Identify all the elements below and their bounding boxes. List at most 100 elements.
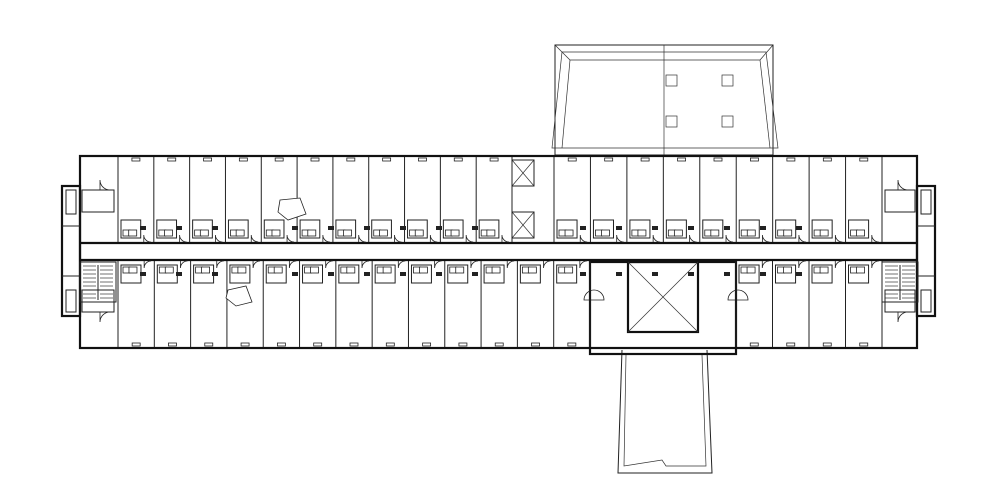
door-swing	[689, 234, 697, 243]
corridor-fixture	[212, 226, 218, 230]
whirlpool-tub	[277, 197, 307, 221]
door-swing	[361, 260, 370, 269]
door-swing	[358, 234, 366, 243]
sink	[564, 229, 574, 237]
bathroom	[483, 264, 505, 284]
door-swing	[579, 234, 588, 243]
window	[859, 157, 869, 162]
window	[238, 157, 248, 162]
elevator-lobby	[511, 159, 700, 334]
bathroom	[302, 264, 324, 284]
bathroom	[407, 219, 428, 239]
bathroom	[665, 219, 687, 239]
corridor-fixture	[796, 226, 802, 230]
corridor-fixture	[652, 226, 658, 230]
bathroom	[556, 219, 578, 239]
bathroom	[442, 219, 464, 239]
corridor-fixture	[616, 226, 622, 230]
corridor-fixture	[176, 272, 182, 276]
window	[822, 157, 832, 162]
window	[494, 342, 504, 347]
door-swing	[434, 260, 442, 269]
window	[167, 157, 177, 162]
sink	[450, 229, 460, 237]
corridor-fixture	[292, 226, 298, 230]
window	[422, 342, 432, 347]
window	[313, 342, 323, 347]
sink	[819, 229, 829, 237]
south-guest-rooms	[117, 260, 883, 347]
corridor-fixture	[140, 226, 146, 230]
door-swing	[897, 311, 909, 323]
window	[349, 342, 359, 347]
corridor-fixture	[760, 226, 766, 230]
sink	[637, 229, 647, 237]
sink	[710, 229, 720, 237]
north-guest-rooms	[117, 157, 883, 243]
stair-core-east	[881, 261, 919, 303]
sink	[856, 266, 865, 274]
door-swing	[465, 234, 474, 243]
corridor-fixture	[760, 272, 766, 276]
sink	[271, 229, 281, 237]
corridor-fixture	[436, 272, 442, 276]
sink	[455, 266, 465, 274]
sink	[746, 266, 756, 274]
bathroom	[811, 219, 833, 239]
window	[240, 342, 250, 347]
door-swing	[216, 260, 224, 269]
door-swing	[834, 234, 843, 243]
sink	[164, 266, 174, 274]
window	[310, 157, 320, 162]
north-canopy	[551, 44, 779, 156]
sink	[783, 266, 792, 274]
bathroom	[335, 219, 357, 239]
corridor-fixture	[472, 226, 478, 230]
sink	[237, 266, 247, 274]
entry-door	[727, 289, 749, 301]
entry-door	[583, 289, 605, 301]
door-swing	[798, 234, 806, 243]
door-swing	[215, 234, 223, 243]
window	[749, 342, 759, 347]
window	[750, 157, 759, 162]
window	[567, 157, 577, 162]
bathroom	[811, 264, 833, 284]
sink	[783, 229, 793, 237]
window	[276, 342, 286, 347]
suite-bathroom	[884, 289, 916, 313]
sink	[601, 229, 610, 237]
bathroom	[775, 219, 797, 239]
window	[346, 157, 356, 162]
sink	[307, 229, 317, 237]
window	[859, 342, 869, 347]
door-swing	[397, 260, 406, 269]
bathroom	[629, 219, 651, 239]
sink	[419, 266, 428, 274]
corridor-fixture	[292, 272, 298, 276]
stair-enclosure	[79, 261, 117, 303]
door-swing	[470, 260, 478, 269]
sink	[273, 266, 283, 274]
door-swing	[501, 234, 510, 243]
bathroom	[556, 264, 578, 284]
door-swing	[871, 234, 879, 243]
window	[822, 342, 832, 347]
sink	[486, 229, 496, 237]
window	[453, 157, 463, 162]
bathroom	[447, 264, 469, 284]
sink	[673, 229, 683, 237]
sink	[235, 229, 245, 237]
bathroom	[738, 264, 760, 284]
window	[274, 157, 284, 162]
bathroom	[775, 264, 797, 284]
bathroom	[374, 264, 396, 284]
bathroom	[263, 219, 285, 239]
window	[531, 342, 540, 347]
door-swing	[143, 260, 152, 269]
building-shell	[60, 154, 937, 356]
corridor-fixture	[400, 272, 406, 276]
door-swing	[286, 234, 295, 243]
corridor-fixture	[212, 272, 218, 276]
